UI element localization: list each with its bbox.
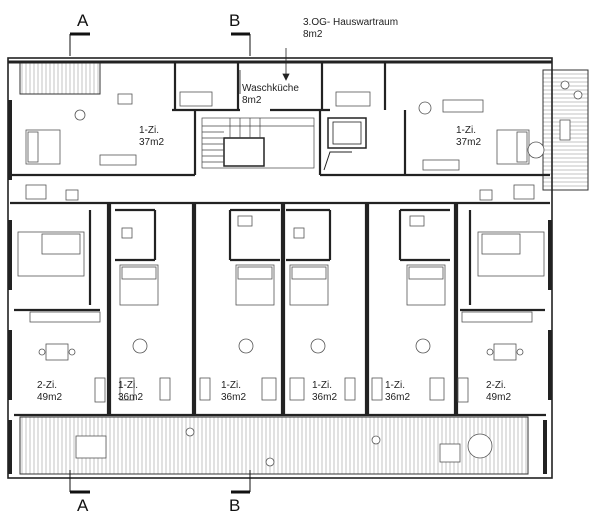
room-area: 37m2: [139, 137, 165, 148]
section-marker-a-bottom: A: [77, 496, 89, 515]
room-label: 1-Zi. 37m2: [139, 125, 164, 149]
room-type: 1-Zi.: [456, 125, 476, 136]
room-area: 37m2: [456, 137, 482, 148]
section-marker-a-top: A: [77, 11, 89, 30]
room-type: 1-Zi.: [139, 125, 159, 136]
room-area: 49m2: [37, 392, 63, 403]
room-label: 1-Zi. 36m2: [221, 380, 246, 404]
room-type: 2-Zi.: [486, 380, 506, 391]
waschkueche-label: Waschküche 8m2: [242, 83, 299, 107]
room-label: 2-Zi. 49m2: [486, 380, 511, 404]
room-type: 2-Zi.: [37, 380, 57, 391]
room-type: 1-Zi.: [118, 380, 138, 391]
lift-shaft: [323, 117, 367, 171]
room-type: 1-Zi.: [221, 380, 241, 391]
room-area: 36m2: [118, 392, 144, 403]
room-area: 36m2: [221, 392, 247, 403]
interior-walls: [10, 62, 550, 417]
room-area: 36m2: [385, 392, 411, 403]
balcony-top-left: [19, 61, 101, 95]
stairwell: [201, 117, 315, 169]
room-type: 1-Zi.: [312, 380, 332, 391]
room-area: 49m2: [486, 392, 512, 403]
room-label: 1-Zi. 36m2: [312, 380, 337, 404]
hauswartraum-name: 3.OG- Hauswartraum: [303, 17, 399, 28]
room-label: 1-Zi. 37m2: [456, 125, 481, 149]
waschkueche-area: 8m2: [242, 95, 262, 106]
hauswartraum-area: 8m2: [303, 29, 323, 40]
section-marker-b-top: B: [229, 11, 241, 30]
room-label: 1-Zi. 36m2: [385, 380, 410, 404]
room-area: 36m2: [312, 392, 338, 403]
room-label: 1-Zi. 36m2: [118, 380, 143, 404]
hauswartraum-label: 3.OG- Hauswartraum 8m2: [303, 17, 398, 41]
waschkueche-name: Waschküche: [242, 83, 299, 94]
exterior-walls: [7, 57, 553, 479]
section-lines: [69, 32, 251, 494]
room-type: 1-Zi.: [385, 380, 405, 391]
furniture: [17, 80, 583, 467]
room-label: 2-Zi. 49m2: [37, 380, 62, 404]
section-marker-b-bottom: B: [229, 496, 241, 515]
annotation-leaders: [239, 48, 290, 94]
